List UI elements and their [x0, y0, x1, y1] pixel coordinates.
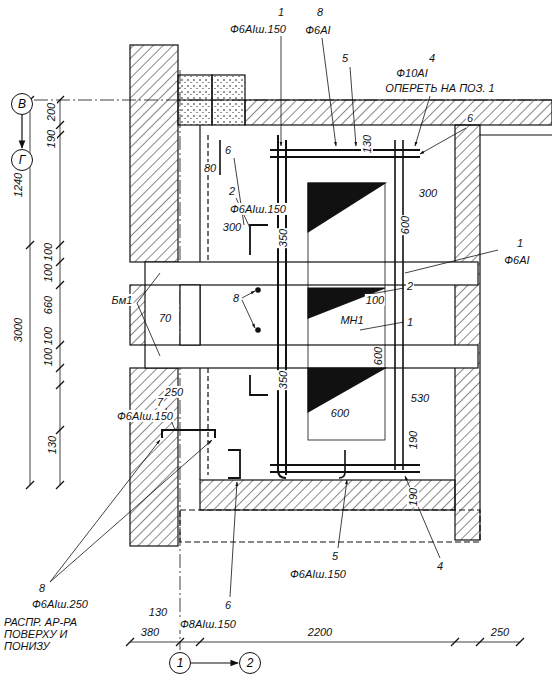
drawing-label: 1 — [516, 237, 524, 249]
axis-circle: 2 — [239, 652, 261, 674]
dimension-tick — [56, 281, 64, 289]
drawing-label: 100 — [365, 294, 385, 306]
axis-arrow — [191, 662, 238, 663]
axis-circle: 1 — [169, 652, 191, 674]
drawing-label: 600 — [330, 407, 350, 419]
dimension-tick — [196, 638, 204, 646]
dimension-tick — [56, 426, 64, 434]
drawing-label: 2 — [228, 185, 236, 197]
axis-letter: В — [18, 97, 26, 111]
dimension-tick — [56, 241, 64, 249]
drawing-label: Ф8АIш.150 — [179, 618, 237, 630]
axis-arrow — [21, 115, 22, 148]
drawing-label: Ф6АIш.150 — [229, 23, 287, 35]
drawing-label: РАСПР. АР-РА ПОВЕРХУ И ПОНИЗУ — [3, 616, 101, 652]
drawing-label: 100 — [42, 326, 54, 346]
drawing-label: 2 — [406, 280, 414, 292]
drawing-label: 660 — [42, 295, 54, 315]
axis-circle: Г — [11, 149, 33, 171]
drawing-label: 350 — [277, 228, 289, 248]
drawing-label: 300 — [418, 187, 438, 199]
dimension-tick — [56, 381, 64, 389]
dimension-tick — [26, 481, 34, 489]
dimension-tick — [56, 481, 64, 489]
drawing-label: 190 — [407, 487, 419, 507]
drawing-label: 380 — [140, 626, 160, 638]
drawing-label: 1240 — [12, 172, 24, 198]
drawing-label: 3000 — [12, 317, 24, 343]
drawing-label: 530 — [410, 392, 430, 404]
drawing-label: 70 — [158, 312, 172, 324]
drawing-label: Ф6АIш.150 — [116, 410, 174, 422]
drawing-label: 100 — [42, 347, 54, 367]
dimension-tick — [56, 364, 64, 372]
dimension-tick — [26, 241, 34, 249]
drawing-label: 7 — [156, 396, 164, 408]
dimension-tick — [451, 638, 459, 646]
drawing-label: Ф6АIш.250 — [31, 598, 89, 610]
dimension-tick — [516, 638, 524, 646]
drawing-label: 190 — [45, 129, 57, 149]
drawing-label: 250 — [490, 626, 510, 638]
drawing-label: Ф6АIш.150 — [289, 568, 347, 580]
drawing-label: Бм1 — [111, 294, 134, 306]
drawing-label: 6 — [466, 112, 474, 124]
drawing-label: 8 — [232, 292, 240, 304]
axis-circle: В — [11, 93, 33, 115]
drawing-label: 350 — [277, 370, 289, 390]
drawing-label: 130 — [148, 606, 168, 618]
axis-letter: 1 — [177, 656, 184, 670]
drawing-label: Ф6АI — [304, 24, 331, 36]
drawing-label: 6 — [224, 144, 232, 156]
dimension-tick — [56, 121, 64, 129]
drawing-label: 300 — [222, 221, 242, 233]
drawing-label: 80 — [203, 162, 217, 174]
drawing-label: 600 — [399, 215, 411, 235]
drawing-label: МН1 — [339, 314, 364, 326]
drawing-label: 8 — [316, 6, 324, 18]
drawing-label: 4 — [428, 52, 436, 64]
drawing-label: 600 — [372, 346, 384, 366]
dimension-tick — [176, 638, 184, 646]
dimension-tick — [56, 96, 64, 104]
drawing-label: 250 — [164, 386, 184, 398]
drawing-label: 5 — [341, 52, 349, 64]
drawing-label: Ф6АI — [503, 254, 530, 266]
dimension-tick — [56, 131, 64, 139]
drawing-label: 8 — [38, 582, 46, 594]
drawing-label: 130 — [46, 435, 58, 455]
drawing-label: Ф6АIш.150 — [229, 203, 287, 215]
drawing-label: 5 — [331, 550, 339, 562]
drawing-label: 100 — [42, 263, 54, 283]
drawing-label: 200 — [45, 102, 57, 122]
axis-letter: Г — [19, 153, 26, 167]
drawing-label: 190 — [407, 430, 419, 450]
drawing-label: ОПЕРЕТЬ НА ПОЗ. 1 — [384, 82, 495, 94]
drawing-label: Ф10АI — [395, 67, 428, 79]
drawing-label: 4 — [436, 560, 444, 572]
drawing-label: 6 — [224, 599, 232, 611]
dimension-tick — [56, 341, 64, 349]
drawing-label: 100 — [42, 242, 54, 262]
drawing-label: 1 — [277, 6, 285, 18]
drawing-label: 2200 — [307, 626, 333, 638]
dimension-tick — [56, 258, 64, 266]
dimension-tick — [126, 638, 134, 646]
drawing-label: 130 — [361, 134, 373, 154]
axis-letter: 2 — [247, 656, 254, 670]
drawing-label: 1 — [406, 316, 414, 328]
dimension-tick — [476, 638, 484, 646]
